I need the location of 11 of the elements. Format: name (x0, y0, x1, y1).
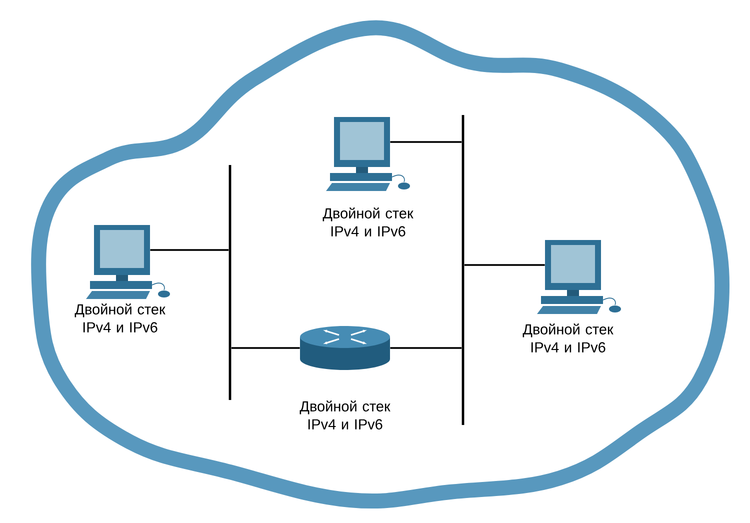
network-cable (150, 249, 229, 251)
network-cable (231, 347, 300, 349)
device-label: Двойной стек IPv4 и IPv6 (74, 304, 166, 332)
network-segment (462, 115, 464, 425)
device-label: Двойной стек IPv4 и IPv6 (322, 208, 414, 236)
network-cable (390, 347, 462, 349)
device-label: Двойной стек IPv4 и IPv6 (522, 324, 614, 352)
network-cable (390, 141, 462, 143)
network-cable (464, 264, 545, 266)
device-label: Двойной стек IPv4 и IPv6 (300, 400, 390, 430)
network-segment (228, 165, 232, 400)
